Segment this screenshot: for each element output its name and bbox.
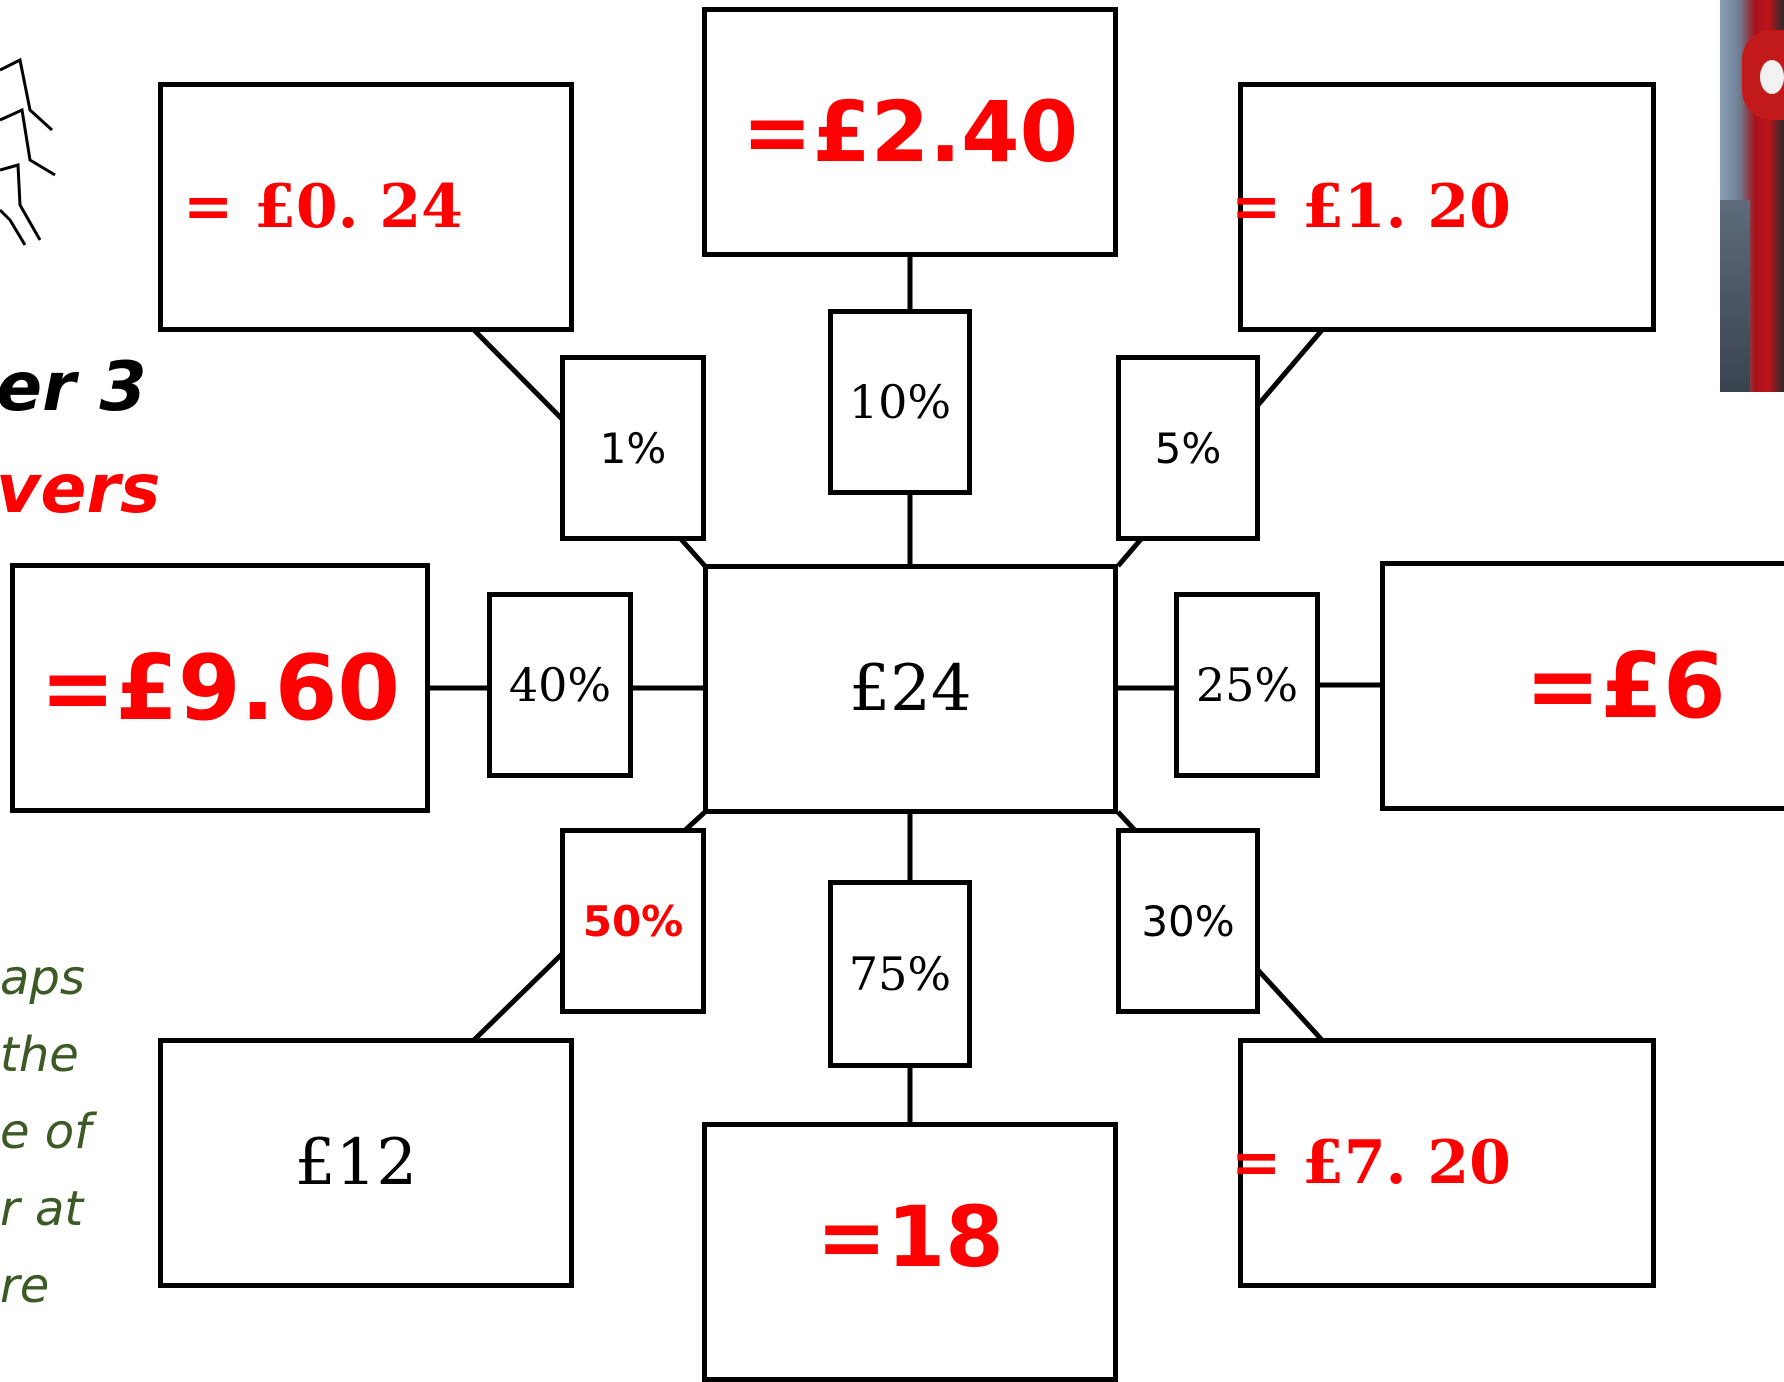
percent-bottom: 75% bbox=[848, 947, 952, 1001]
answer-box-bottom-right: = £7. 20 bbox=[1231, 1038, 1656, 1288]
answer-box-left: =£9.60 bbox=[10, 563, 430, 813]
answer-top-right: = £1. 20 bbox=[1231, 172, 1511, 242]
percent-box-bottom-left: 50% bbox=[560, 828, 706, 1014]
percent-box-bottom: 75% bbox=[828, 880, 972, 1068]
instruction-line: aps bbox=[0, 950, 85, 1006]
answer-bottom-right: = £7. 20 bbox=[1231, 1128, 1511, 1198]
answer-box-top-left: = £0. 24 bbox=[158, 82, 574, 332]
title-line-1: er 3 bbox=[0, 348, 147, 427]
instruction-line: r at bbox=[0, 1181, 84, 1237]
answer-box-top: =£2.40 bbox=[702, 7, 1118, 257]
instruction-line: e of bbox=[0, 1104, 92, 1160]
answer-top: =£2.40 bbox=[741, 83, 1079, 181]
connector-topright-upper bbox=[1256, 328, 1324, 407]
percent-right: 25% bbox=[1195, 658, 1299, 712]
spiderman-photo bbox=[1720, 0, 1784, 392]
answer-right: =£6 bbox=[1525, 633, 1726, 739]
instruction-line: re bbox=[0, 1258, 50, 1314]
connector-topright-lower bbox=[1116, 536, 1144, 568]
answer-box-bottom: =18 bbox=[702, 1122, 1118, 1382]
title-line-2: vers bbox=[0, 450, 161, 529]
percent-box-right: 25% bbox=[1174, 592, 1320, 778]
center-value: £24 bbox=[849, 652, 972, 726]
answer-box-bottom-left: £12 bbox=[158, 1038, 574, 1288]
answer-box-top-right: = £1. 20 bbox=[1231, 82, 1656, 332]
instruction-line: the bbox=[0, 1027, 79, 1083]
percent-box-top: 10% bbox=[828, 309, 972, 495]
percent-bottom-left: 50% bbox=[582, 896, 684, 946]
connector-bottomleft-lower bbox=[472, 951, 565, 1042]
answer-bottom-left: £12 bbox=[294, 1126, 418, 1200]
answer-left: =£9.60 bbox=[39, 635, 401, 741]
answer-top-left: = £0. 24 bbox=[183, 172, 463, 242]
connector-bottomright-lower bbox=[1256, 968, 1324, 1042]
percent-bottom-right: 30% bbox=[1141, 896, 1235, 946]
answer-bottom: =18 bbox=[816, 1188, 1004, 1286]
percent-top-right: 5% bbox=[1154, 423, 1222, 473]
percent-box-bottom-right: 30% bbox=[1116, 828, 1260, 1014]
percent-top-left: 1% bbox=[599, 423, 667, 473]
spider-web-icon bbox=[0, 57, 56, 246]
connector-topleft-lower bbox=[678, 536, 707, 568]
center-value-box: £24 bbox=[703, 564, 1118, 814]
percent-box-top-left: 1% bbox=[560, 355, 706, 541]
percent-top: 10% bbox=[848, 375, 952, 429]
percent-box-top-right: 5% bbox=[1116, 355, 1260, 541]
percent-left: 40% bbox=[508, 658, 612, 712]
percent-box-left: 40% bbox=[487, 592, 633, 778]
connector-topleft-upper bbox=[472, 328, 565, 422]
answer-box-right: =£6 bbox=[1380, 561, 1784, 811]
